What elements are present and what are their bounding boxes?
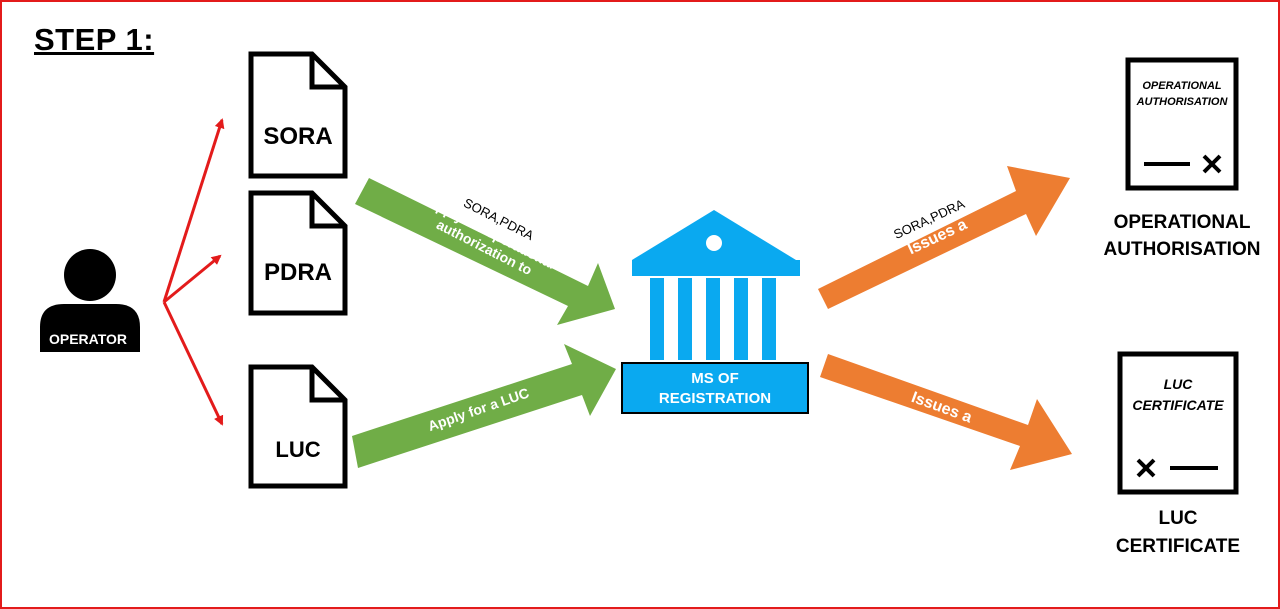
op-auth-doc-line1: OPERATIONAL [1142, 80, 1222, 92]
authority-line1: MS OF [691, 370, 739, 387]
luc-label: LUC [275, 437, 320, 462]
pdra-label: PDRA [264, 259, 332, 286]
op-auth-caption-line1: OPERATIONAL [1114, 212, 1251, 233]
luc-document-icon [248, 364, 348, 489]
authority-line2: REGISTRATION [659, 390, 771, 407]
operator-label: OPERATOR [49, 331, 127, 347]
apply-operational-arrow [355, 178, 615, 325]
apply-luc-arrow [352, 344, 616, 468]
sora-label: SORA [263, 123, 332, 150]
sora-document-icon [248, 51, 348, 179]
issue-operational-arrow [818, 166, 1070, 309]
step-title: STEP 1: [34, 22, 155, 57]
op-auth-caption-line2: AUTHORISATION [1104, 239, 1261, 260]
pdra-document-icon [248, 190, 348, 316]
luc-cert-caption-line1: LUC [1158, 508, 1197, 529]
op-auth-document-icon [1125, 57, 1239, 191]
op-auth-signature-icon [1144, 154, 1222, 174]
luc-certificate-document-icon [1117, 351, 1239, 495]
ms-registration-box [621, 362, 809, 414]
luc-cert-doc-line1: LUC [1164, 376, 1194, 392]
op-auth-doc-line2: AUTHORISATION [1136, 96, 1229, 108]
luc-cert-signature-icon [1136, 458, 1218, 478]
operator-icon [40, 249, 140, 352]
luc-cert-caption-line2: CERTIFICATE [1116, 536, 1240, 557]
issue-luc-arrow [820, 354, 1072, 470]
ms-building-icon [632, 210, 800, 360]
red-branch-arrows [162, 118, 225, 426]
luc-cert-doc-line2: CERTIFICATE [1132, 397, 1224, 413]
